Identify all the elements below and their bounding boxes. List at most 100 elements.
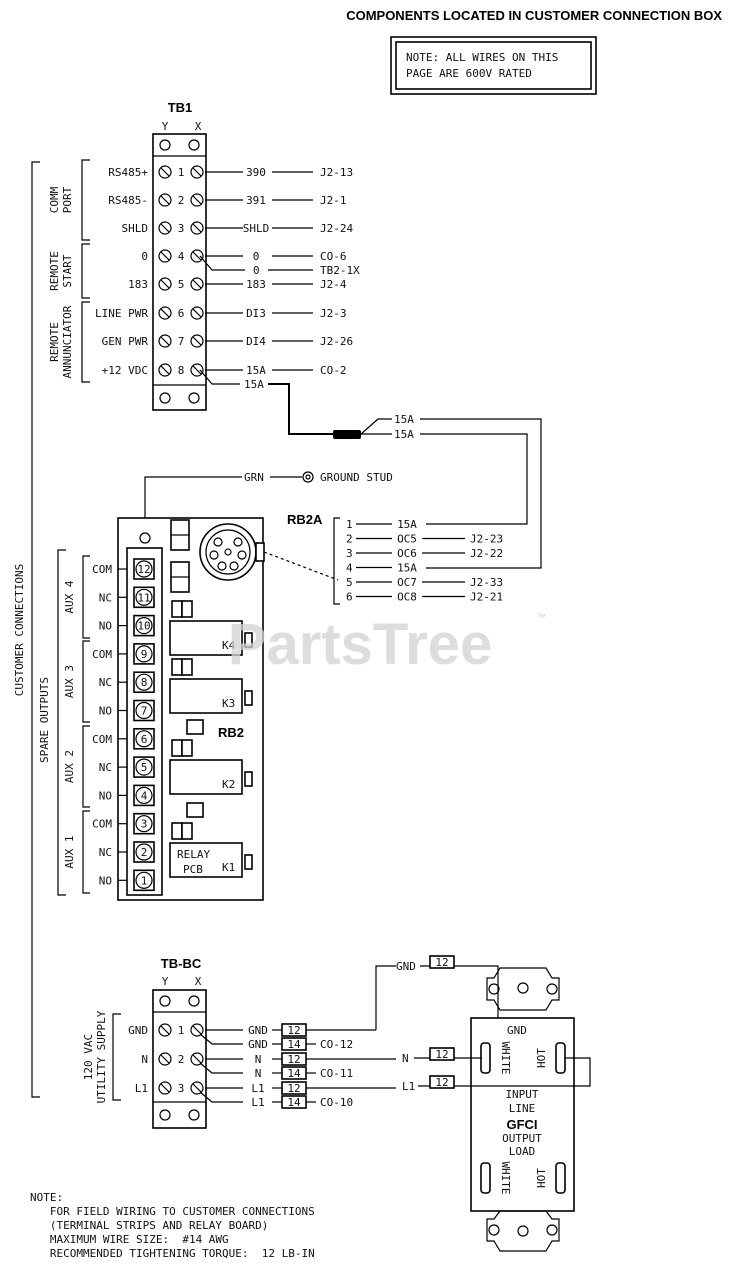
tb1-wire-dest: J2-24 — [320, 222, 353, 235]
tbbc-wire-name: GND — [248, 1038, 268, 1051]
tb1-wire-dest: CO-2 — [320, 364, 347, 377]
tbbc-title: TB-BC — [161, 956, 202, 971]
ground-wire — [144, 476, 242, 533]
rb2-title: RB2 — [218, 725, 244, 740]
rating-note: NOTE: ALL WIRES ON THIS PAGE ARE 600V RA… — [390, 36, 597, 95]
tb1-wire-label: SHLD — [243, 222, 270, 235]
rb2-contact-label: NO — [99, 789, 112, 802]
customer-connections-label: CUSTOMER CONNECTIONS — [13, 564, 26, 696]
gfci-l1-wire-label: L1 — [402, 1080, 415, 1093]
tb1-row-number: 4 — [178, 250, 185, 263]
tbbc-wire-dest: CO-10 — [320, 1096, 353, 1109]
rb2-contact-label: NC — [99, 676, 112, 689]
mount-hole-icon — [139, 532, 151, 544]
screw-icon — [158, 277, 172, 291]
tb1-wire-8b — [199, 369, 240, 385]
relay-icon — [169, 842, 243, 878]
gfci-l1-gauge: 12 — [435, 1076, 448, 1089]
watermark: PartsTree — [228, 612, 492, 677]
gfci-gnd-gauge: 12 — [435, 956, 448, 969]
tb1-wire-label: DI4 — [246, 335, 266, 348]
spare-outputs-label: SPARE OUTPUTS — [38, 677, 51, 763]
rb2a-pin-dest: J2-21 — [470, 591, 503, 604]
rb2-terminal-number: 10 — [137, 620, 150, 633]
tb1-row-label: LINE PWR — [95, 307, 148, 320]
gfci-line-label: LINE — [509, 1102, 536, 1115]
rb2a-pin-wire: 15A — [397, 518, 417, 531]
rb2a-pin-dest: J2-22 — [470, 547, 503, 560]
ground-stud-icon — [302, 471, 314, 483]
remote-start-label-2: START — [61, 254, 74, 287]
gfci-hot-lower: HOT — [535, 1168, 548, 1188]
footer-note: NOTE: FOR FIELD WIRING TO CUSTOMER CONNE… — [30, 1191, 315, 1260]
tb1-wire-label: DI3 — [246, 307, 266, 320]
relay-pcb-label-1: RELAY — [177, 848, 210, 861]
remote-start-bracket — [81, 243, 90, 299]
tb1-wire-label: 183 — [246, 278, 266, 291]
rb2a-pin-wire: OC5 — [397, 533, 417, 546]
tb1-extra-dest-0: TB2-1X — [320, 264, 360, 277]
rb2a-pin-number: 6 — [346, 591, 353, 604]
tb1-wire-dest: CO-6 — [320, 250, 347, 263]
rb2-contact-label: NC — [99, 591, 112, 604]
utility-supply-bracket — [112, 1013, 121, 1101]
tb1-wire-dest: J2-26 — [320, 335, 353, 348]
tbbc-row-label: N — [141, 1053, 148, 1066]
rb2-contact-label: COM — [92, 733, 112, 746]
tb1-wire-dest: J2-4 — [320, 278, 347, 291]
tb1-col-x: X — [195, 120, 202, 133]
relay-pcb-label-2: PCB — [183, 863, 203, 876]
rb2-terminal-number: 8 — [141, 676, 148, 689]
tb1-row-number: 2 — [178, 194, 185, 207]
rb2a-pin-dest: J2-23 — [470, 533, 503, 546]
comm-port-label-1: COMM — [48, 186, 61, 213]
rating-note-line2: PAGE ARE 600V RATED — [406, 67, 532, 80]
rating-note-line1: NOTE: ALL WIRES ON THIS — [406, 51, 558, 64]
tb1-row-label: 0 — [141, 250, 148, 263]
screw-icon — [190, 193, 204, 207]
rb2-contact-label: NO — [99, 874, 112, 887]
gfci-gnd-wire — [375, 965, 396, 1030]
screw-icon — [190, 165, 204, 179]
tb1-wire-label: 15A — [246, 364, 266, 377]
rb2a-pin-wire: OC6 — [397, 547, 417, 560]
tbbc-row-number: 1 — [178, 1024, 185, 1037]
rb2a-pin-number: 4 — [346, 562, 353, 575]
screw-icon — [190, 1081, 204, 1095]
relay-label: K3 — [222, 697, 235, 710]
aux-group-label: AUX 3 — [63, 665, 76, 698]
tb1-row-number: 3 — [178, 222, 185, 235]
tbbc-wire-gauge: 14 — [287, 1038, 301, 1051]
rb2a-bracket — [333, 517, 340, 605]
rb2-relay-board: 12COM11NC10NO9COM8NC7NO6COM5NC4NO3COM2NC… — [92, 517, 339, 901]
utility-supply-label-1: 120 VAC — [82, 1034, 95, 1080]
screw-icon — [190, 306, 204, 320]
gfci-gnd-label: GND — [507, 1024, 527, 1037]
footer-note-line-0: NOTE: — [30, 1191, 63, 1204]
tb1-row-number: 1 — [178, 166, 185, 179]
trademark-icon: ™ — [537, 612, 546, 622]
relay-icon — [169, 620, 243, 656]
annunciator-label-1: REMOTE — [48, 322, 61, 362]
gfci-output-label: OUTPUT — [502, 1132, 542, 1145]
ground-wire-label: GRN — [244, 471, 264, 484]
comm-port-bracket — [81, 159, 90, 241]
tb1-wire-dest: J2-1 — [320, 194, 347, 207]
gfci-n-wire-label: N — [402, 1052, 409, 1065]
rb2a-title: RB2A — [287, 512, 323, 527]
screw-icon — [190, 221, 204, 235]
tbbc-col-y: Y — [162, 975, 169, 988]
gfci-white-lower: WHITE — [499, 1161, 512, 1194]
tbbc-wire-name: L1 — [251, 1096, 264, 1109]
rb2-contact-label: NO — [99, 705, 112, 718]
annunciator-bracket — [81, 301, 90, 383]
rb2-terminal-number: 6 — [141, 733, 148, 746]
tb1-row-number: 7 — [178, 335, 185, 348]
gfci-input-label: INPUT — [505, 1088, 538, 1101]
relay-label: K1 — [222, 861, 235, 874]
rb2-contact-label: NC — [99, 761, 112, 774]
gfci-receptacle: GND 12 GND WHITE HOT INPUT LINE GFCI OUT… — [375, 955, 591, 1252]
screw-icon — [190, 249, 204, 263]
aux-group-label: AUX 1 — [63, 835, 76, 868]
rb2a-connector-icon — [199, 523, 265, 581]
